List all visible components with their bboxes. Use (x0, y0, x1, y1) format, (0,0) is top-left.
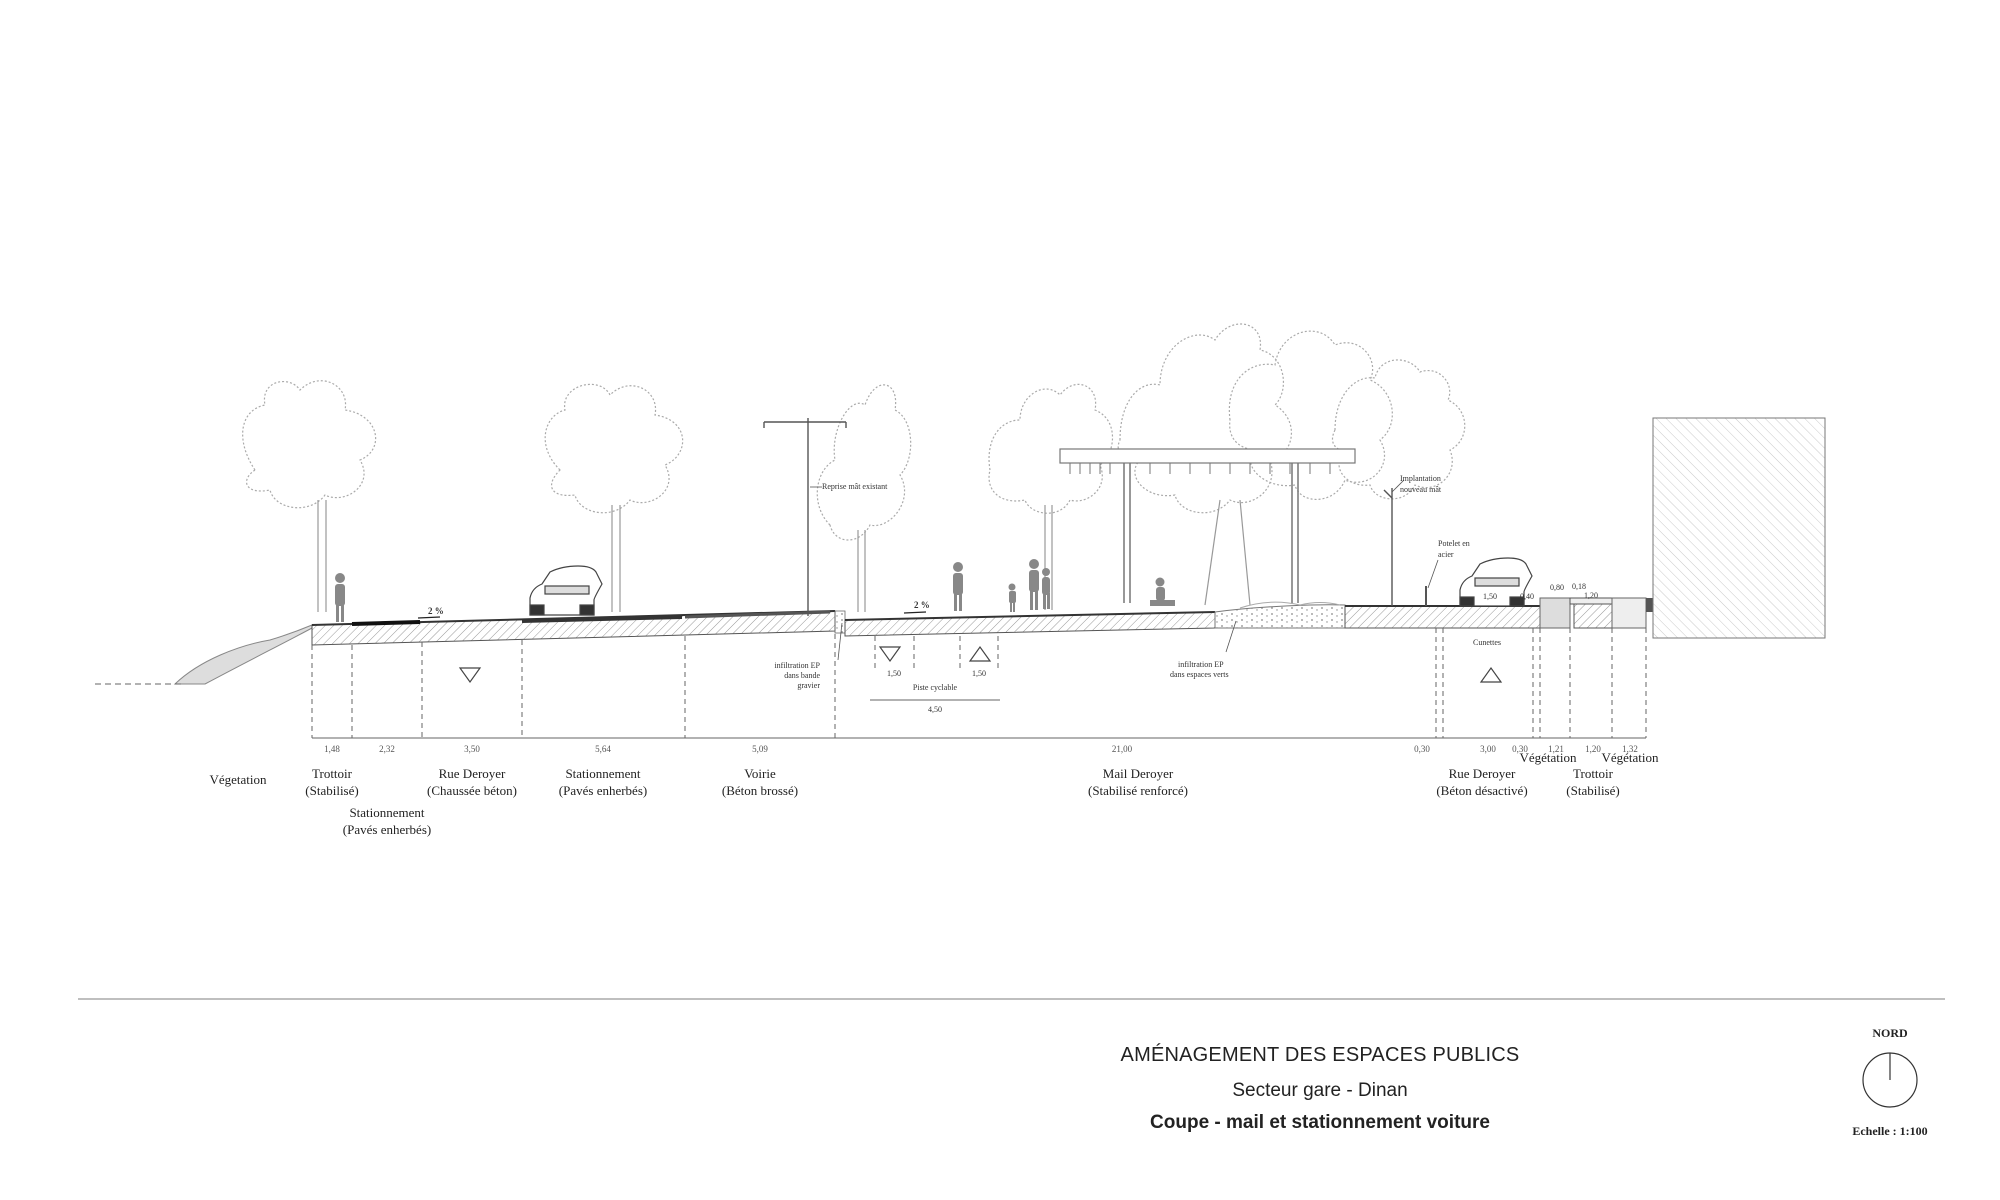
leader-lines (810, 479, 1439, 661)
annotation-implantation-2: nouveau mât (1400, 485, 1442, 494)
lamp-post-existing (763, 418, 847, 616)
zone-trottoir-right-sub: (Stabilisé) (1566, 783, 1619, 798)
zone-stationnement-mid: Stationnement (565, 766, 640, 781)
lamp-post-new (1383, 488, 1393, 606)
annotation-cunettes: Cunettes (1473, 638, 1501, 647)
annotation-reprise: Reprise mât existant (822, 482, 888, 491)
dim-120b: 1,20 (1584, 591, 1598, 600)
scale-label: Echelle : 1:100 (1852, 1124, 1928, 1138)
slope-label-2: 2 % (914, 600, 930, 610)
zone-stationnement-left: Stationnement (349, 805, 424, 820)
dim-018: 0,18 (1572, 582, 1586, 591)
dim-value: 3,50 (464, 744, 480, 754)
dim-value: 5,64 (595, 744, 611, 754)
dim-value: 1,21 (1548, 744, 1564, 754)
zone-trottoir-left-sub: (Stabilisé) (305, 783, 358, 798)
zone-dividers (311, 628, 1647, 738)
zone-voirie-sub: (Béton brossé) (722, 783, 798, 798)
zone-mail-sub: (Stabilisé renforcé) (1088, 783, 1188, 798)
level-triangles (458, 645, 1503, 684)
zone-voirie: Voirie (744, 766, 776, 781)
trees-background (242, 323, 1466, 541)
footer-subtitle: Secteur gare - Dinan (1232, 1080, 1408, 1101)
dim-value: 1,20 (1585, 744, 1601, 754)
footer-title: AMÉNAGEMENT DES ESPACES PUBLICS (1120, 1044, 1520, 1066)
dim-value: 0,30 (1512, 744, 1528, 754)
slope-arrows (417, 611, 927, 619)
annotation-infil-verts-1: infiltration EP (1178, 660, 1224, 669)
zone-rue-right-sub: (Béton désactivé) (1436, 783, 1527, 798)
annotation-infil-gravier-2: dans bande (784, 671, 820, 680)
dim-040: 0,40 (1520, 592, 1534, 601)
annotation-infil-gravier-3: gravier (797, 681, 820, 690)
ground-profile (95, 597, 1653, 685)
dim-value: 0,30 (1414, 744, 1430, 754)
annotation-implantation-1: Implantation (1400, 474, 1441, 483)
dim-value: 5,09 (752, 744, 768, 754)
pergola (1059, 448, 1356, 603)
zone-stationnement-mid-sub: (Pavés enherbés) (559, 783, 647, 798)
zone-vegetation-left: Végetation (209, 772, 267, 787)
zone-rue-left: Rue Deroyer (439, 766, 506, 781)
zone-vegetation-right-2: Végétation (1601, 750, 1659, 765)
dim-value: 21,00 (1112, 744, 1133, 754)
annotation-potelet-1: Potelet en (1438, 539, 1470, 548)
dim-150b: 1,50 (972, 669, 986, 678)
annotation-infil-gravier-1: infiltration EP (774, 661, 820, 670)
north-compass (1862, 1052, 1918, 1108)
dim-value: 1,32 (1622, 744, 1638, 754)
dim-150a: 1,50 (887, 669, 901, 678)
dim-450: 4,50 (928, 705, 942, 714)
zone-rue-left-sub: (Chaussée béton) (427, 783, 517, 798)
annotations: Reprise mât existant Implantation nouvea… (428, 474, 1598, 714)
slope-label-1: 2 % (428, 606, 444, 616)
zone-rue-right: Rue Deroyer (1449, 766, 1516, 781)
dim-value: 1,48 (324, 744, 340, 754)
people (335, 559, 1175, 622)
footer-cut-title: Coupe - mail et stationnement voiture (1150, 1112, 1490, 1133)
zone-labels: Végetation Trottoir (Stabilisé) Stationn… (209, 750, 1659, 837)
annotation-potelet-2: acier (1438, 550, 1454, 559)
zone-mail: Mail Deroyer (1103, 766, 1174, 781)
zone-stationnement-left-sub: (Pavés enherbés) (343, 822, 431, 837)
dim-value: 2,32 (379, 744, 395, 754)
zone-trottoir-left: Trottoir (312, 766, 353, 781)
zone-vegetation-right-1: Végétation (1519, 750, 1577, 765)
annotation-piste: Piste cyclable (913, 683, 958, 692)
zone-trottoir-right: Trottoir (1573, 766, 1614, 781)
dimension-values: 1,48 2,32 3,50 5,64 5,09 21,00 0,30 3,00… (324, 744, 1638, 754)
annotation-infil-verts-2: dans espaces verts (1170, 670, 1229, 679)
dim-080: 0,80 (1550, 583, 1564, 592)
building-wall (1652, 417, 1826, 639)
tree-trunks (317, 499, 1251, 612)
car-right (1459, 557, 1533, 607)
north-label: NORD (1872, 1026, 1908, 1040)
car-left (529, 565, 603, 616)
dim-150c: 1,50 (1483, 592, 1497, 601)
dim-value: 3,00 (1480, 744, 1496, 754)
